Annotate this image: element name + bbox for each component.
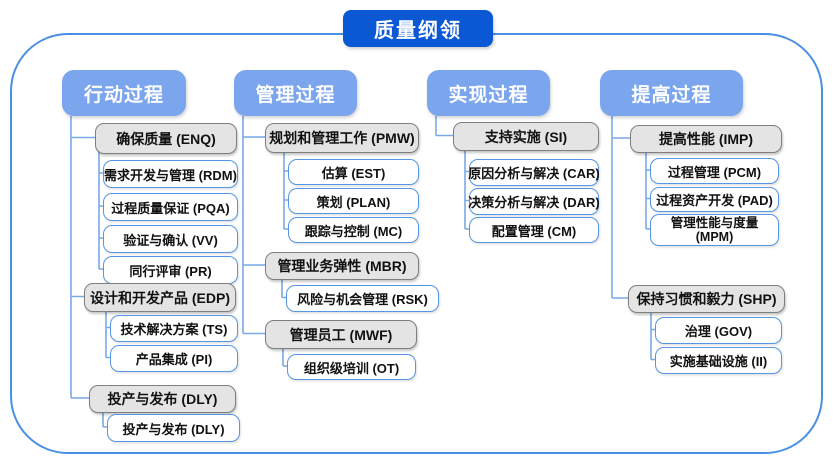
node-imp: 提高性能 (IMP) [630, 125, 782, 153]
node-plan: 策划 (PLAN) [288, 188, 419, 214]
column-header-action: 行动过程 [62, 70, 186, 116]
node-est: 估算 (EST) [288, 159, 419, 185]
node-dar: 决策分析与解决 (DAR) [468, 188, 600, 215]
node-car: 原因分析与解决 (CAR) [468, 159, 600, 186]
node-edp: 设计和开发产品 (EDP) [84, 283, 236, 312]
node-pr: 同行评审 (PR) [103, 256, 238, 284]
node-shp: 保持习惯和毅力 (SHP) [628, 285, 785, 313]
diagram-title: 质量纲领 [343, 10, 493, 47]
node-pad: 过程资产开发 (PAD) [650, 187, 779, 212]
node-enq: 确保质量 (ENQ) [95, 123, 237, 154]
column-header-improvement: 提高过程 [600, 70, 743, 116]
node-dly2: 投产与发布 (DLY) [107, 414, 240, 442]
node-mc: 跟踪与控制 (MC) [288, 217, 419, 243]
node-ts: 技术解决方案 (TS) [110, 315, 238, 342]
node-cm: 配置管理 (CM) [469, 217, 599, 243]
node-mbr: 管理业务弹性 (MBR) [265, 252, 419, 280]
node-ot: 组织级培训 (OT) [287, 354, 416, 380]
node-rdm: 需求开发与管理 (RDM) [103, 160, 238, 188]
node-pi: 产品集成 (PI) [110, 345, 238, 372]
node-si: 支持实施 (SI) [453, 122, 599, 151]
node-pqa: 过程质量保证 (PQA) [103, 193, 238, 221]
column-header-realization: 实现过程 [427, 70, 550, 116]
node-dly: 投产与发布 (DLY) [89, 385, 236, 413]
node-pcm: 过程管理 (PCM) [650, 158, 779, 184]
node-mpm: 管理性能与度量 (MPM) [650, 214, 779, 246]
node-rsk: 风险与机会管理 (RSK) [286, 285, 439, 312]
node-vv: 验证与确认 (VV) [103, 225, 238, 253]
node-gov: 治理 (GOV) [655, 317, 782, 344]
column-header-management: 管理过程 [234, 70, 357, 116]
node-ii: 实施基础设施 (II) [655, 347, 782, 374]
node-mwf: 管理员工 (MWF) [265, 320, 417, 349]
node-pmw: 规划和管理工作 (PMW) [265, 123, 419, 153]
